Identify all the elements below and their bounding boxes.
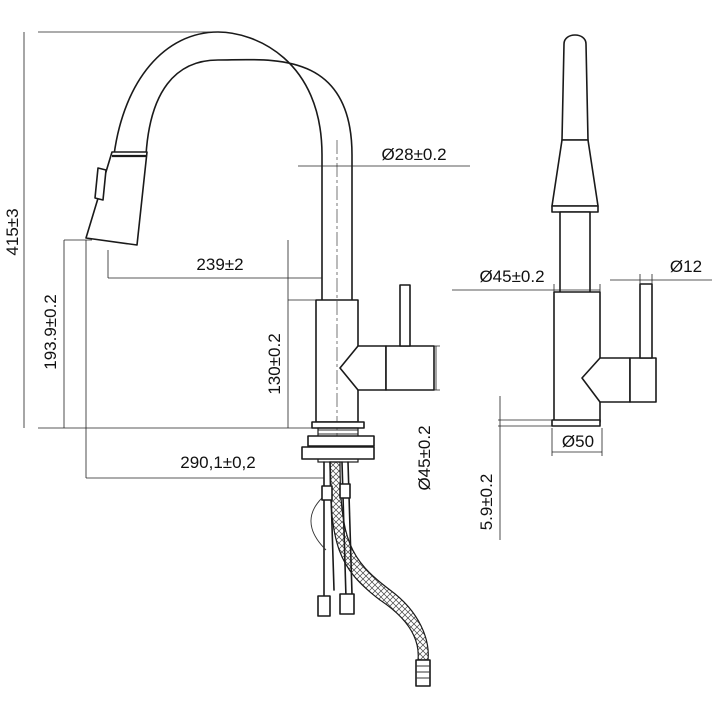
side-spout-tip: [561, 34, 589, 141]
fitting-mid: [339, 593, 355, 615]
dim-base-diameter: Ø50: [562, 432, 594, 451]
side-body: [553, 291, 601, 423]
fitting-top-mid: [339, 483, 351, 499]
dim-handle-diameter: Ø12: [670, 257, 702, 276]
side-spray-band: [551, 205, 599, 213]
dim-body-height: 130±0.2: [265, 333, 284, 394]
mount-nut-top: [307, 435, 375, 447]
side-dimensions: Ø45±0.2 Ø12 Ø50 5.9±0.2: [452, 257, 712, 540]
dim-height-total: 415±3: [3, 208, 22, 255]
supply-pipe-mid-b: [347, 461, 353, 595]
spout-gooseneck-inner: [145, 58, 353, 301]
mount-washer: [311, 421, 365, 429]
spray-head-grip: [94, 167, 107, 201]
side-handle-cap: [629, 357, 657, 403]
spray-head: [85, 151, 148, 246]
mount-nut-bottom: [301, 446, 375, 460]
hose-end-fitting: [415, 659, 431, 687]
side-spout-neck: [559, 211, 591, 303]
side-spray-head: [551, 139, 599, 207]
side-base: [551, 419, 601, 427]
dim-side-body-diameter: Ø45±0.2: [479, 267, 544, 286]
spout-gooseneck: [111, 31, 323, 301]
handle-cap: [385, 345, 435, 391]
side-view: [551, 34, 657, 427]
dim-deck-thickness: 5.9±0.2: [477, 474, 496, 531]
dim-spout-reach-height: 193.9±0.2: [41, 294, 60, 370]
supply-pipe-left-b: [329, 461, 335, 591]
dim-base-height: Ø45±0.2: [415, 425, 434, 490]
thin-tube-left: [310, 497, 327, 551]
hose-end-thread: [416, 665, 430, 679]
front-view: [85, 31, 435, 687]
fitting-left: [317, 595, 331, 617]
side-handle-lever: [639, 283, 653, 359]
fitting-top-left: [321, 485, 333, 501]
dim-spout-reach: 239±2: [196, 255, 243, 274]
front-dimensions: 415±3 193.9±0.2 239±2 130±0.2 Ø28±0.2 29…: [3, 31, 470, 491]
dim-spout-diameter: Ø28±0.2: [381, 145, 446, 164]
dim-reach-to-base: 290,1±0,2: [180, 453, 256, 472]
handle-lever: [399, 284, 411, 347]
